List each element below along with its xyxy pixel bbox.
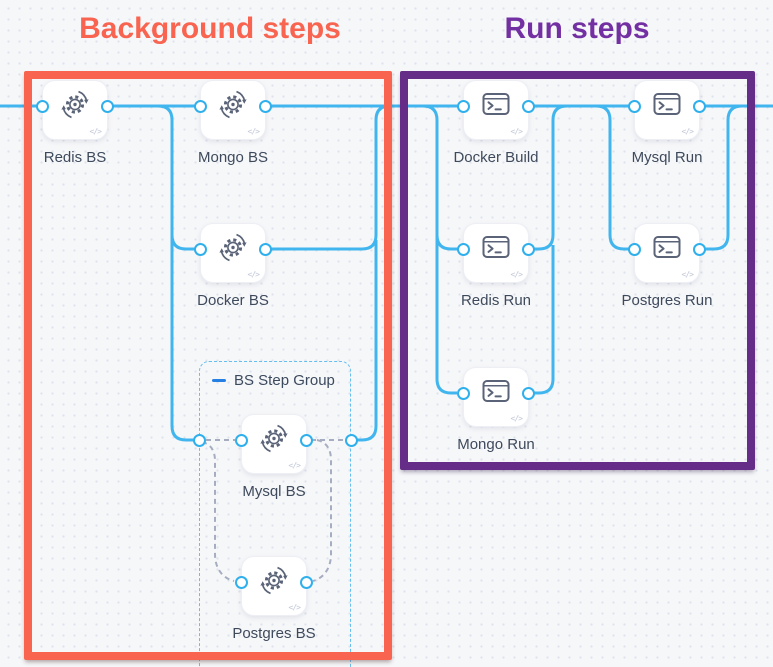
step-label: Redis Run [460,292,532,309]
step-label: Docker BS [197,292,269,309]
input-port[interactable] [628,243,641,256]
background-service-icon [260,566,288,595]
background-service-icon [219,233,247,262]
terminal-icon [653,236,681,258]
input-port[interactable] [235,434,248,447]
connector-docker-bs-out [269,104,391,251]
step-redis-bs[interactable]: </> Redis BS [36,80,114,166]
code-badge: </> [681,127,694,136]
input-port[interactable] [235,576,248,589]
background-steps-title: Background steps [79,12,341,45]
input-port[interactable] [194,100,207,113]
background-service-icon [219,90,247,119]
output-port[interactable] [259,100,272,113]
connector-redis-bs-branch [146,104,194,442]
step-postgres-bs[interactable]: </> Postgres BS [232,556,316,642]
bs-step-group: BS Step Group [199,361,351,667]
collapse-icon[interactable] [212,378,226,383]
input-port[interactable] [457,243,470,256]
output-port[interactable] [693,100,706,113]
step-mysql-run[interactable]: </> Mysql Run [628,80,706,166]
output-port[interactable] [522,387,535,400]
step-label: Docker Build [453,149,539,166]
background-service-icon [61,90,89,119]
step-docker-build[interactable]: </> Docker Build [453,80,539,166]
code-badge: </> [510,127,523,136]
code-badge: </> [288,461,301,470]
connector-redis-run-in [435,222,458,251]
connector-run-branch [410,104,457,395]
output-port[interactable] [522,243,535,256]
output-port[interactable] [259,243,272,256]
output-port[interactable] [300,434,313,447]
connector-redis-run-out [532,104,568,251]
code-badge: </> [247,270,260,279]
input-port[interactable] [457,387,470,400]
connector-group-out [355,240,378,442]
terminal-icon [653,93,681,115]
input-port[interactable] [457,100,470,113]
step-mongo-bs[interactable]: </> Mongo BS [194,80,272,166]
connector-mongo-run-out [532,245,555,395]
bs-step-group-header: BS Step Group [212,372,335,389]
connector-postgres-run-out [703,104,743,251]
output-port[interactable] [522,100,535,113]
connector-postgres-run-in [584,104,629,251]
run-steps-title: Run steps [504,12,650,45]
terminal-icon [482,236,510,258]
group-input-port[interactable] [192,433,206,447]
bs-step-group-label: BS Step Group [234,372,335,389]
output-port[interactable] [693,243,706,256]
output-port[interactable] [101,100,114,113]
step-postgres-run[interactable]: </> Postgres Run [622,223,712,309]
input-port[interactable] [628,100,641,113]
code-badge: </> [288,603,301,612]
step-label: Mysql BS [242,483,306,500]
output-port[interactable] [300,576,313,589]
input-port[interactable] [36,100,49,113]
group-output-port[interactable] [344,433,358,447]
connector-group-postgres-in [201,441,235,582]
step-mysql-bs[interactable]: </> Mysql BS [235,414,313,500]
terminal-icon [482,93,510,115]
code-badge: </> [681,270,694,279]
input-port[interactable] [194,243,207,256]
connector-docker-bs-in [170,222,195,251]
code-badge: </> [510,270,523,279]
code-badge: </> [510,414,523,423]
background-service-icon [260,424,288,453]
step-redis-run[interactable]: </> Redis Run [457,223,535,309]
code-badge: </> [89,127,102,136]
step-label: Mongo Run [457,436,535,453]
step-label: Mongo BS [197,149,269,166]
step-label: Postgres Run [621,292,713,309]
step-label: Postgres BS [232,625,316,642]
connector-postgres-group-out [312,439,332,582]
terminal-icon [482,380,510,402]
step-label: Mysql Run [631,149,703,166]
code-badge: </> [247,127,260,136]
step-mongo-run[interactable]: </> Mongo Run [457,367,535,453]
step-docker-bs[interactable]: </> Docker BS [194,223,272,309]
step-label: Redis BS [43,149,107,166]
